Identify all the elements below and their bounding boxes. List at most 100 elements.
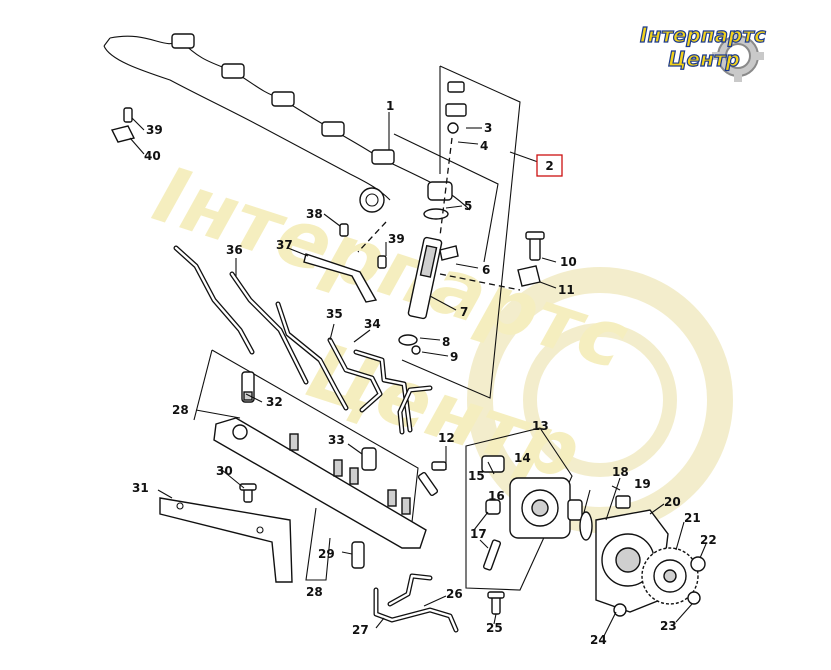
bracket-bolt: [339, 223, 349, 237]
part-label-39-left: 39: [146, 123, 163, 137]
part-label-28-top: 28: [172, 403, 189, 417]
pipe-36: [173, 245, 255, 355]
pipe-36b: [229, 271, 309, 385]
part-label-29: 29: [318, 547, 335, 561]
part-label-27: 27: [352, 623, 369, 637]
part-label-32: 32: [266, 395, 283, 409]
injector-hold-clamp: [517, 265, 541, 287]
part-label-10: 10: [560, 255, 577, 269]
part-label-24: 24: [590, 633, 607, 647]
pipe-34c: [397, 385, 433, 435]
harness-connector-2: [221, 63, 245, 79]
part-label-34: 34: [364, 317, 381, 331]
part-label-16: 16: [488, 489, 505, 503]
injector-cap: [447, 81, 465, 93]
housing-bolt: [615, 495, 631, 509]
part-label-18: 18: [612, 465, 629, 479]
part-label-15: 15: [468, 469, 485, 483]
part-label-5: 5: [464, 199, 472, 213]
bracket-screw: [377, 255, 387, 269]
injector-harness: [103, 33, 471, 213]
part-label-11: 11: [558, 283, 575, 297]
harness-connector-3: [271, 91, 295, 107]
part-label-30: 30: [216, 464, 233, 478]
harness-connector-1: [171, 33, 195, 49]
connector-clip: [445, 103, 467, 117]
rail-pressure-sensor: [351, 541, 365, 569]
bolt-25: [487, 591, 505, 615]
pump-sensor: [485, 499, 501, 515]
sealing-washer: [423, 208, 449, 220]
fuel-rail-group: [193, 349, 427, 581]
injector-clamp: [439, 245, 459, 261]
part-label-19: 19: [634, 477, 651, 491]
seal-ring: [411, 345, 421, 355]
part-label-6: 6: [482, 263, 490, 277]
harness-connector-4: [321, 121, 345, 137]
pressure-limiter: [361, 447, 377, 471]
fuel-rail: [213, 417, 427, 549]
part-label-13: 13: [532, 419, 549, 433]
metering-valve: [481, 455, 505, 473]
bracket-bolt-30: [239, 483, 257, 503]
part-label-3: 3: [484, 121, 492, 135]
part-label-9: 9: [450, 350, 458, 364]
mounting-bracket: [303, 253, 378, 303]
part-label-20: 20: [664, 495, 681, 509]
part-labels: 1 3 4 5 6 7 8 9 10 11 12 13 14 15 16 17 …: [132, 99, 717, 647]
part-label-4: 4: [480, 139, 488, 153]
o-ring: [398, 334, 418, 346]
part-label-31: 31: [132, 481, 149, 495]
pipe-34: [327, 337, 383, 413]
part-label-17: 17: [470, 527, 487, 541]
part-label-39-right: 39: [388, 232, 405, 246]
bolt-12: [417, 461, 447, 497]
part-label-37: 37: [276, 238, 293, 252]
part-label-23: 23: [660, 619, 677, 633]
return-pipe: [373, 573, 459, 633]
clamp-bolt: [525, 231, 545, 261]
pressure-sensor: [241, 371, 255, 403]
pipe-35: [275, 301, 349, 411]
fuel-pipes: [173, 245, 433, 435]
pump-o-ring: [579, 511, 593, 541]
clip-bolt: [123, 107, 133, 123]
part-label-7: 7: [460, 305, 468, 319]
leader-lines: [129, 112, 707, 637]
harness-main-plug: [359, 187, 385, 213]
injector-group: [393, 65, 521, 399]
part-label-22: 22: [700, 533, 717, 547]
logo-line2: Центр: [668, 47, 740, 71]
pump-bolt-17: [482, 539, 502, 571]
part-label-21: 21: [684, 511, 701, 525]
housing-o-ring: [613, 603, 627, 617]
part-label-26: 26: [446, 587, 463, 601]
fuel-pump: [509, 477, 583, 539]
pump-group: [465, 427, 593, 591]
callout-box-label: 2: [545, 159, 553, 173]
rail-bracket: [159, 497, 293, 583]
harness-connector-5: [371, 149, 395, 165]
part-label-40: 40: [144, 149, 161, 163]
logo: Інтерпартс Центр: [639, 22, 767, 82]
part-label-14: 14: [514, 451, 531, 465]
part-label-36: 36: [226, 243, 243, 257]
small-nut: [447, 122, 459, 134]
part-label-12: 12: [438, 431, 455, 445]
part-label-8: 8: [442, 335, 450, 349]
part-label-28-bottom: 28: [306, 585, 323, 599]
harness-clip: [110, 125, 136, 143]
part-label-38: 38: [306, 207, 323, 221]
part-label-25: 25: [486, 621, 503, 635]
injector-body: [407, 236, 443, 320]
injector-seat-connector: [427, 181, 453, 201]
part-label-35: 35: [326, 307, 343, 321]
logo-line1: Інтерпартс: [640, 23, 766, 47]
part-label-33: 33: [328, 433, 345, 447]
part-label-1: 1: [386, 99, 394, 113]
logo-gear-icon: [712, 30, 764, 82]
gear-nut: [687, 556, 706, 605]
callout-box: 2: [509, 151, 563, 177]
drive-gear: [641, 547, 699, 605]
